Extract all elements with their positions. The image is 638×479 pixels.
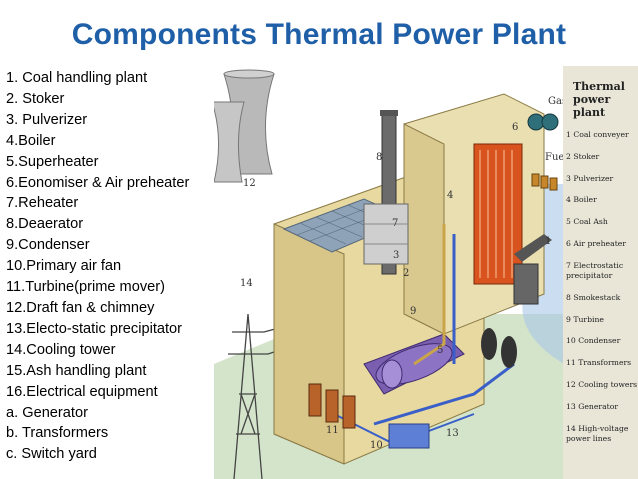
list-item: 7.Reheater (6, 195, 79, 212)
list-item: 15.Ash handling plant (6, 362, 147, 379)
legend-item: 5 Coal Ash (566, 217, 608, 227)
diagram-number: 1 (545, 236, 552, 247)
legend-title: Thermal power plant (573, 80, 625, 119)
legend-item: 3 Pulverizer (566, 173, 614, 183)
condenser (388, 423, 430, 449)
legend-list: 1 Coal conveyer 2 Stoker 3 Pulverizer 4 … (566, 130, 638, 445)
list-item: 3. Pulverizer (6, 111, 88, 128)
diagram-number: 7 (392, 218, 399, 229)
power-plant-diagram (214, 64, 564, 479)
components-list: 1. Coal handling plant 2. Stoker 3. Pulv… (6, 68, 221, 465)
list-item: 9.Condenser (6, 237, 90, 254)
diagram-number: 8 (376, 152, 383, 163)
list-item: 13.Electo-static precipitator (6, 320, 183, 337)
fuel-label: Fuel (545, 152, 568, 163)
legend-item: 13 Generator (566, 401, 619, 411)
list-item: 8.Deaerator (6, 216, 84, 233)
list-item: 2. Stoker (6, 90, 65, 107)
legend-item: 10 Condenser (566, 336, 621, 346)
coal-conveyor (481, 234, 552, 368)
diagram-number: 11 (326, 425, 339, 436)
precipitator (363, 203, 409, 265)
list-item: 4.Boiler (6, 132, 56, 149)
diagram-number: 12 (243, 178, 256, 189)
list-item: a. Generator (6, 404, 88, 421)
legend-item: 11 Transformers (566, 358, 632, 368)
legend-item: 12 Cooling towers (566, 379, 638, 389)
list-item: 16.Electrical equipment (6, 383, 158, 400)
list-item: 14.Cooling tower (6, 341, 116, 358)
page-title: Components Thermal Power Plant (71, 18, 567, 51)
list-item: 1. Coal handling plant (6, 70, 148, 86)
diagram-number: 2 (403, 268, 410, 279)
list-item: b. Transformers (6, 425, 109, 442)
legend-item: 4 Boiler (566, 195, 597, 205)
list-item: 11.Turbine(prime mover) (6, 279, 165, 296)
gas-label: Gas (548, 96, 568, 107)
legend-item: 7 Electrostatic precipitator (566, 260, 624, 280)
diagram-number: 14 (240, 278, 253, 289)
legend-item: 6 Air preheater (566, 238, 627, 248)
diagram-number: 9 (410, 306, 417, 317)
diagram-number: 10 (370, 440, 383, 451)
gas-tanks (527, 113, 559, 131)
legend-item: 1 Coal conveyer (566, 130, 629, 139)
legend-item: 9 Turbine (566, 314, 604, 324)
list-item: 6.Eonomiser & Air preheater (6, 174, 190, 191)
diagram-number: 5 (437, 345, 444, 356)
legend-item: 14 High-voltage power lines (566, 423, 629, 443)
fuel-barrels (531, 173, 558, 191)
cooling-tower (214, 101, 245, 183)
diagram-number: 13 (446, 428, 459, 439)
list-item: c. Switch yard (6, 446, 97, 463)
legend-item: 8 Smokestack (566, 292, 621, 302)
legend-panel: Thermal power plant 1 Coal conveyer 2 St… (563, 66, 638, 479)
list-item: 5.Superheater (6, 153, 99, 170)
list-item: 10.Primary air fan (6, 258, 122, 275)
diagram-number: 4 (447, 190, 454, 201)
list-item: 12.Draft fan & chimney (6, 299, 155, 316)
transformers (308, 383, 356, 429)
legend-item: 2 Stoker (566, 151, 600, 161)
diagram-number: 3 (393, 250, 400, 261)
diagram-number: 6 (512, 122, 519, 133)
